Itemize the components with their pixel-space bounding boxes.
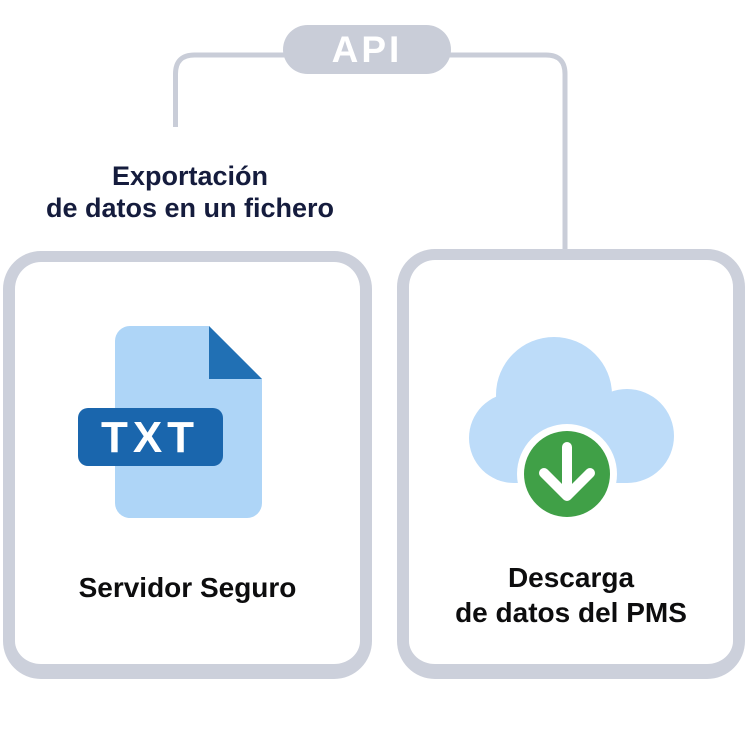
left-connector-line — [173, 52, 300, 127]
document-fold — [209, 326, 262, 379]
pms-download-card: Descarga de datos del PMS — [397, 249, 745, 679]
file-type-label: TXT — [101, 413, 199, 462]
secure-server-card: TXT Servidor Seguro — [3, 251, 372, 679]
export-label-line2: de datos en un fichero — [45, 193, 335, 223]
api-badge: API — [283, 25, 451, 74]
pms-download-title: Descarga de datos del PMS — [455, 562, 687, 628]
download-arrow-icon — [538, 442, 595, 501]
cloud-download-icon — [468, 337, 674, 524]
file-type-badge — [78, 408, 223, 466]
secure-server-title: Servidor Seguro — [78, 572, 297, 603]
txt-file-icon: TXT — [78, 326, 262, 518]
export-label-line1: Exportación — [111, 161, 269, 191]
export-label: Exportación de datos en un fichero — [12, 160, 368, 224]
right-connector-line — [440, 52, 568, 256]
api-badge-label: API — [331, 29, 403, 70]
